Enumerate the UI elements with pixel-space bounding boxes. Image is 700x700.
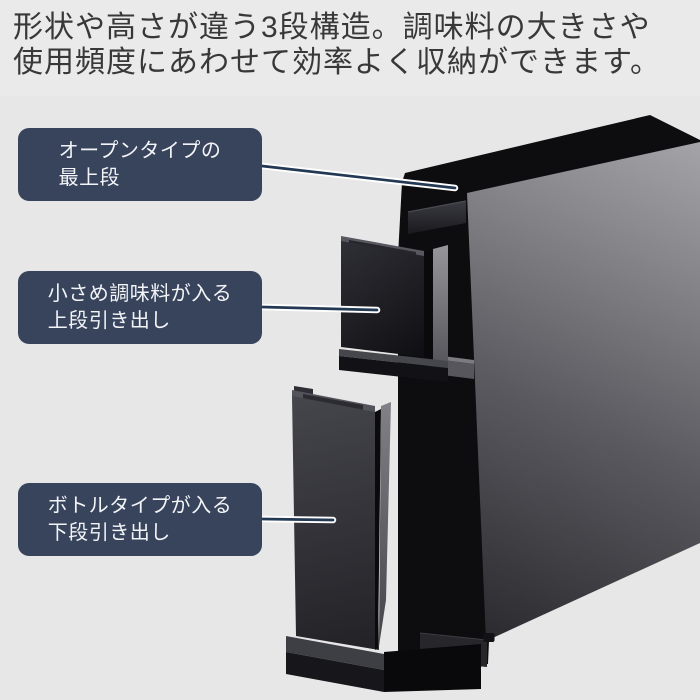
upper-drawer — [339, 236, 448, 382]
upper-drawer-tray-front — [339, 356, 448, 382]
callout-lower-drawer: ボトルタイプが入る 下段引き出し — [18, 483, 262, 556]
lower-drawer-side-shadow — [375, 409, 381, 650]
lower-drawer-base-inner — [384, 644, 481, 692]
header-text: 形状や高さが違う3段構造。調味料の大きさや 使用頻度にあわせて効率よく収納ができ… — [0, 0, 700, 96]
cabinet-side-panel — [467, 142, 700, 641]
callout-upper-drawer: 小さめ調味料が入る 上段引き出し — [18, 271, 262, 344]
upper-drawer-front — [341, 241, 424, 357]
cabinet-black-silhouette — [398, 115, 700, 669]
callout-upper-drawer-line-1: 小さめ調味料が入る — [47, 282, 233, 305]
lower-drawer-lip-groove — [303, 394, 363, 410]
cabinet-base-edge — [419, 632, 488, 641]
lower-drawer-base-front — [286, 652, 384, 692]
upper-drawer-side-shadow — [424, 249, 433, 366]
top-tray-shelf-edge — [407, 200, 467, 213]
callout-top-tier-line-2: 最上段 — [58, 166, 121, 189]
cabinet-body — [398, 115, 700, 669]
header-line-2: 使用頻度にあわせて効率よく収納ができます。 — [13, 46, 661, 79]
upper-drawer-tray-top — [339, 349, 448, 368]
callout-top-tier-line-1: オープンタイプの — [58, 139, 222, 162]
lower-drawer-side-lit — [379, 402, 391, 646]
lower-drawer — [286, 386, 481, 692]
cabinet-foot — [483, 633, 495, 642]
upper-drawer-side-lit — [433, 245, 448, 367]
callout-lower-drawer-line-1: ボトルタイプが入る — [47, 494, 233, 517]
leader-line-top-tier — [258, 162, 459, 192]
callout-lower-drawer-line-2: 下段引き出し — [47, 521, 171, 544]
leader-lines — [258, 162, 459, 524]
lower-drawer-front — [292, 396, 379, 650]
leader-line-upper-drawer — [258, 303, 381, 314]
callout-upper-drawer-line-2: 上段引き出し — [47, 309, 171, 332]
callout-top-tier: オープンタイプの 最上段 — [18, 128, 262, 201]
leader-line-lower-drawer — [258, 515, 337, 524]
header-line-1: 形状や高さが違う3段構造。調味料の大きさや — [13, 11, 651, 44]
lower-drawer-base-top — [286, 636, 384, 670]
